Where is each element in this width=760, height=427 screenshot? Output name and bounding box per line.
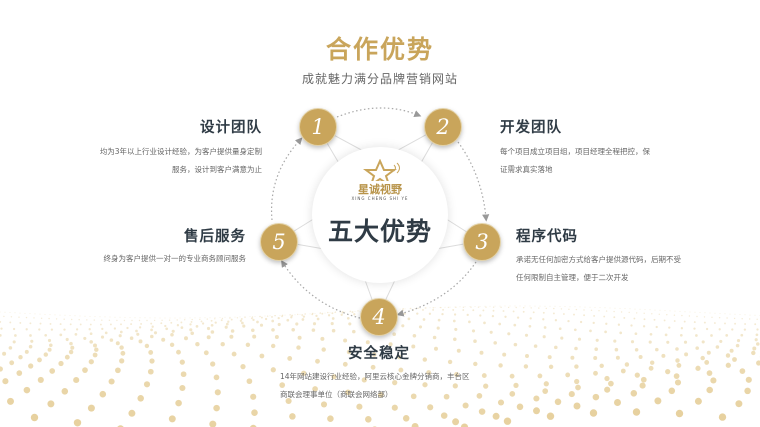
center-circle: 星诚视野 XING CHENG SHI YE 五大优势 (312, 147, 448, 283)
badge-number: 5 (272, 230, 286, 254)
center-label: 五大优势 (327, 217, 432, 246)
advantage-title: 售后服务 (184, 229, 246, 245)
logo-text-en: XING CHENG SHI YE (351, 196, 409, 201)
advantage-title: 设计团队 (200, 120, 262, 136)
badge-number: 4 (372, 305, 386, 329)
advantage-desc-line: 均为3年以上行业设计经验，为客户提供量身定制 (99, 147, 262, 156)
cycle-arrows (270, 107, 490, 319)
advantage-desc-line: 14年网站建设行业经验，阿里云核心金牌分销商，丰台区 (280, 372, 470, 381)
advantage-desc-line: 每个项目成立项目组，项目经理全程把控，保 (500, 147, 650, 156)
advantage-desc-line: 终身为客户提供一对一的专业商务顾问服务 (103, 254, 247, 263)
badge-number: 3 (475, 230, 489, 254)
advantage-title: 安全稳定 (348, 346, 410, 362)
advantage-desc-line: 证需求真实落地 (500, 165, 553, 174)
advantage-dev-team: 开发团队 每个项目成立项目组，项目经理全程把控，保 证需求真实落地 (500, 116, 700, 179)
advantage-after-sales: 售后服务 终身为客户提供一对一的专业商务顾问服务 (60, 225, 247, 268)
dotted-wave-decoration (0, 305, 760, 427)
brand-logo: 星诚视野 XING CHENG SHI YE (350, 159, 410, 203)
advantage-desc-line: 承诺无任何加密方式给客户提供源代码，后期不受 (516, 255, 681, 264)
advantage-desc-line: 商联会理事单位（商联会网络部） (280, 390, 393, 399)
advantage-desc-line: 服务，设计到客户满意为止 (172, 165, 262, 174)
badge-number: 2 (436, 115, 450, 139)
number-badge-2: 2 (424, 108, 462, 146)
advantage-desc-line: 任何限制自主管理，便于二次开发 (516, 273, 629, 282)
number-badge-5: 5 (260, 223, 298, 261)
logo-text-cn: 星诚视野 (358, 183, 402, 196)
advantage-security: 安全稳定 14年网站建设行业经验，阿里云核心金牌分销商，丰台区 商联会理事单位（… (280, 342, 490, 404)
page-subtitle: 成就魅力满分品牌营销网站 (301, 72, 458, 86)
advantage-design-team: 设计团队 均为3年以上行业设计经验，为客户提供量身定制 服务，设计到客户满意为止 (60, 116, 262, 179)
badge-number: 1 (311, 115, 325, 139)
number-badge-1: 1 (299, 108, 337, 146)
advantage-source-code: 程序代码 承诺无任何加密方式给客户提供源代码，后期不受 任何限制自主管理，便于二… (516, 225, 746, 287)
number-badge-4: 4 (360, 298, 398, 336)
number-badge-3: 3 (463, 223, 501, 261)
advantage-title: 程序代码 (516, 229, 578, 245)
page-title: 合作优势 (325, 35, 434, 64)
advantage-title: 开发团队 (500, 120, 562, 136)
star-icon (363, 159, 400, 181)
